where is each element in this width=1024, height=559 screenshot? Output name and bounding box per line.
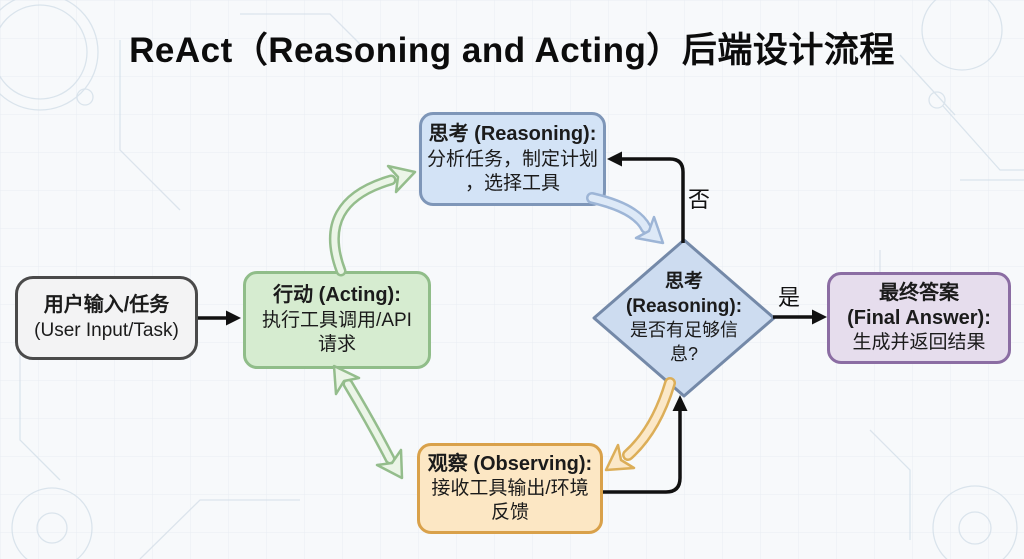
node-title: 观察 (Observing): [427,452,593,475]
arrow-observing-acting-loop [332,364,404,480]
node-decision: 思考 (Reasoning): 是否有足够信 息? [606,252,762,384]
node-line: ，选择工具 [464,172,560,194]
node-title: 思考 (Reasoning): [428,123,597,146]
arrow-observing-to-decision [603,408,682,494]
node-line: 息? [669,343,698,364]
arrowhead-into-final [812,309,827,325]
node-line: 反馈 [490,502,529,524]
node-line: 是否有足够信 [630,320,738,341]
node-title-line2: (Final Answer): [847,306,991,329]
edge-label-yes: 是 [778,285,801,310]
edge-label-no: 否 [688,187,711,212]
arrowhead-into-decision [672,395,688,411]
arrowhead-into-acting [226,310,241,326]
node-line: 生成并返回结果 [852,332,986,354]
node-title: 行动 (Acting): [273,284,401,307]
arrow-decision-no-to-reasoning [620,157,685,243]
node-line: 分析任务，制定计划 [426,148,598,170]
page-title: ReAct（Reasoning and Acting）后端设计流程 [129,31,895,70]
arrowhead-into-reasoning [607,151,622,167]
node-title: 最终答案 [879,281,959,304]
node-acting: 行动 (Acting): 执行工具调用/API 请求 [243,271,431,369]
node-user-input: 用户输入/任务 (User Input/Task) [15,276,198,360]
node-line: 接收工具输出/环境 [431,478,589,500]
node-title-line2: (Reasoning): [625,295,743,317]
node-line: (User Input/Task) [34,319,179,341]
node-title: 思考 [664,270,703,292]
arrow-decision-to-observing [604,377,676,472]
node-final-answer: 最终答案 (Final Answer): 生成并返回结果 [827,272,1011,364]
arrow-reasoning-to-decision [586,192,665,245]
node-title: 用户输入/任务 [43,294,170,317]
arrow-acting-to-reasoning [328,164,417,277]
node-reasoning: 思考 (Reasoning): 分析任务，制定计划 ，选择工具 [419,112,606,206]
node-line: 执行工具调用/API [262,309,412,331]
node-observing: 观察 (Observing): 接收工具输出/环境 反馈 [417,443,603,534]
node-line: 请求 [317,333,356,355]
